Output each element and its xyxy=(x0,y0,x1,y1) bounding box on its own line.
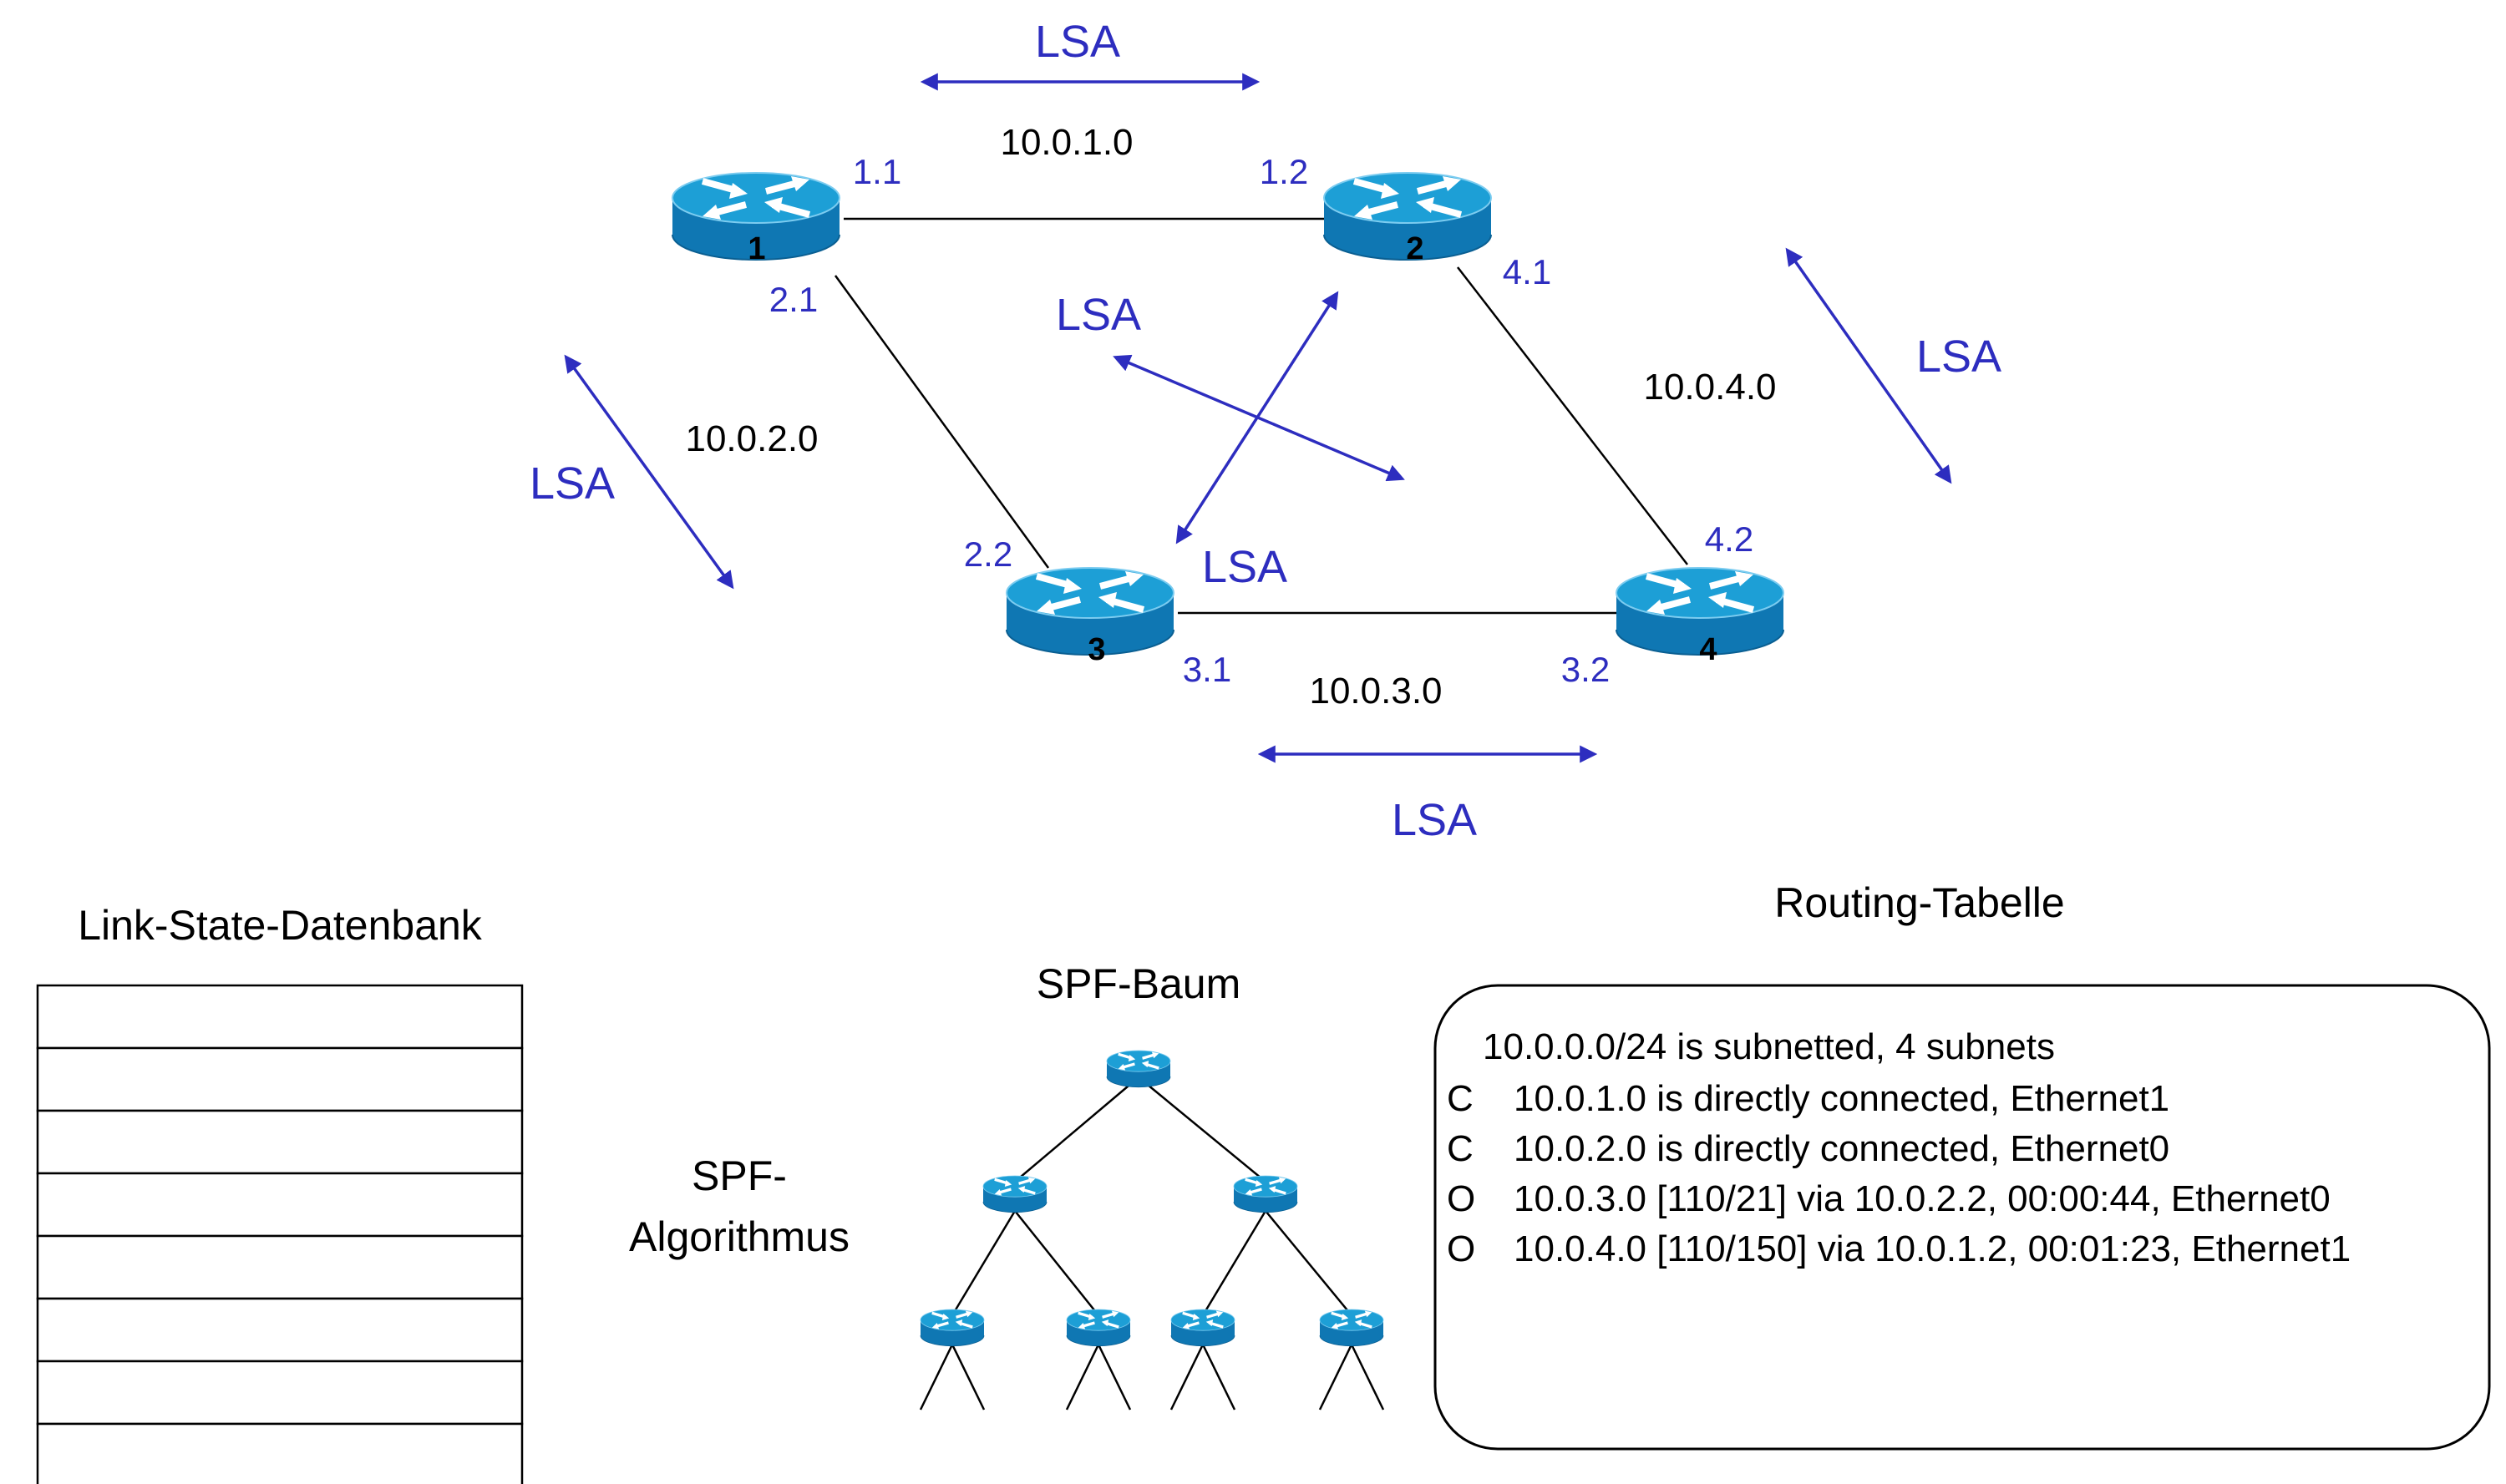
link-2-4 xyxy=(1457,266,1688,565)
lsa-label: LSA xyxy=(1916,332,2001,382)
router-number: 4 xyxy=(1699,632,1717,667)
route-text: 10.0.4.0 [110/150] via 10.0.1.2, 00:01:2… xyxy=(1514,1228,2351,1269)
interface-label: 4.1 xyxy=(1503,252,1551,291)
route-text: 10.0.3.0 [110/21] via 10.0.2.2, 00:00:44… xyxy=(1514,1178,2331,1219)
link-1-3 xyxy=(834,275,1050,569)
interface-label: 3.2 xyxy=(1561,650,1610,689)
link-state-database: Link-State-Datenbank xyxy=(36,902,524,1484)
subnet-label: 10.0.3.0 xyxy=(1309,671,1442,712)
route-code: O xyxy=(1447,1228,1475,1269)
route-code: C xyxy=(1447,1128,1474,1169)
route-code: C xyxy=(1447,1078,1474,1119)
router-icon xyxy=(1169,1308,1236,1348)
lsdb-row xyxy=(36,1234,524,1300)
router-icon xyxy=(1105,1049,1172,1089)
interface-label: 3.1 xyxy=(1183,650,1231,689)
routing-table-box xyxy=(1433,984,2491,1451)
lsdb-row xyxy=(36,1297,524,1363)
topology: 1 2 3 4 10.0.1.0 10.0.2.0 10.0.3.0 10.0.… xyxy=(530,17,2001,845)
route-text: 10.0.2.0 is directly connected, Ethernet… xyxy=(1514,1128,2169,1169)
spf-section: SPF- Algorithmus SPF-Baum xyxy=(629,960,1385,1411)
interface-label: 2.2 xyxy=(964,534,1012,574)
router-icon xyxy=(919,1308,986,1348)
route-code: O xyxy=(1447,1178,1475,1219)
interface-label: 1.2 xyxy=(1260,152,1308,191)
interface-label: 1.1 xyxy=(853,152,901,191)
router-icon xyxy=(982,1174,1048,1214)
lsa-label: LSA xyxy=(1056,290,1141,340)
routing-table: Routing-Tabelle 10.0.0.0/24 is subnetted… xyxy=(1433,879,2491,1451)
routing-table-title: Routing-Tabelle xyxy=(1774,879,2064,926)
lsdb-row xyxy=(36,1172,524,1238)
subnet-label: 10.0.1.0 xyxy=(1000,122,1133,163)
lsdb-row xyxy=(36,1109,524,1175)
lsdb-row xyxy=(36,984,524,1050)
lsa-label: LSA xyxy=(1202,542,1287,592)
subnet-label: 10.0.4.0 xyxy=(1643,367,1776,408)
double-arrow-icon xyxy=(1175,291,1339,544)
router-number: 3 xyxy=(1088,632,1105,667)
lsdb-row xyxy=(36,1046,524,1112)
lsdb-title: Link-State-Datenbank xyxy=(78,902,483,949)
lsdb-row xyxy=(36,1422,524,1484)
double-arrow-icon xyxy=(1113,354,1405,482)
router-icon xyxy=(1065,1308,1132,1348)
double-arrow-icon xyxy=(1785,247,1952,484)
subnet-label: 10.0.2.0 xyxy=(685,418,818,459)
router-number: 1 xyxy=(748,231,765,266)
spf-algorithm-label: Algorithmus xyxy=(629,1213,850,1260)
lsa-label: LSA xyxy=(1035,17,1120,67)
spf-algorithm-label: SPF- xyxy=(692,1152,787,1199)
lsa-label: LSA xyxy=(530,458,615,509)
route-text: 10.0.1.0 is directly connected, Ethernet… xyxy=(1514,1078,2169,1119)
lsa-label: LSA xyxy=(1392,795,1477,845)
router-number: 2 xyxy=(1406,231,1423,266)
interface-label: 4.2 xyxy=(1705,519,1753,559)
router-icon xyxy=(1318,1308,1385,1348)
router-icon xyxy=(1232,1174,1299,1214)
routing-table-header: 10.0.0.0/24 is subnetted, 4 subnets xyxy=(1483,1026,2055,1067)
lsdb-row xyxy=(36,1360,524,1426)
spf-tree-title: SPF-Baum xyxy=(1037,960,1241,1007)
double-arrow-icon xyxy=(564,354,734,590)
interface-label: 2.1 xyxy=(769,280,818,319)
